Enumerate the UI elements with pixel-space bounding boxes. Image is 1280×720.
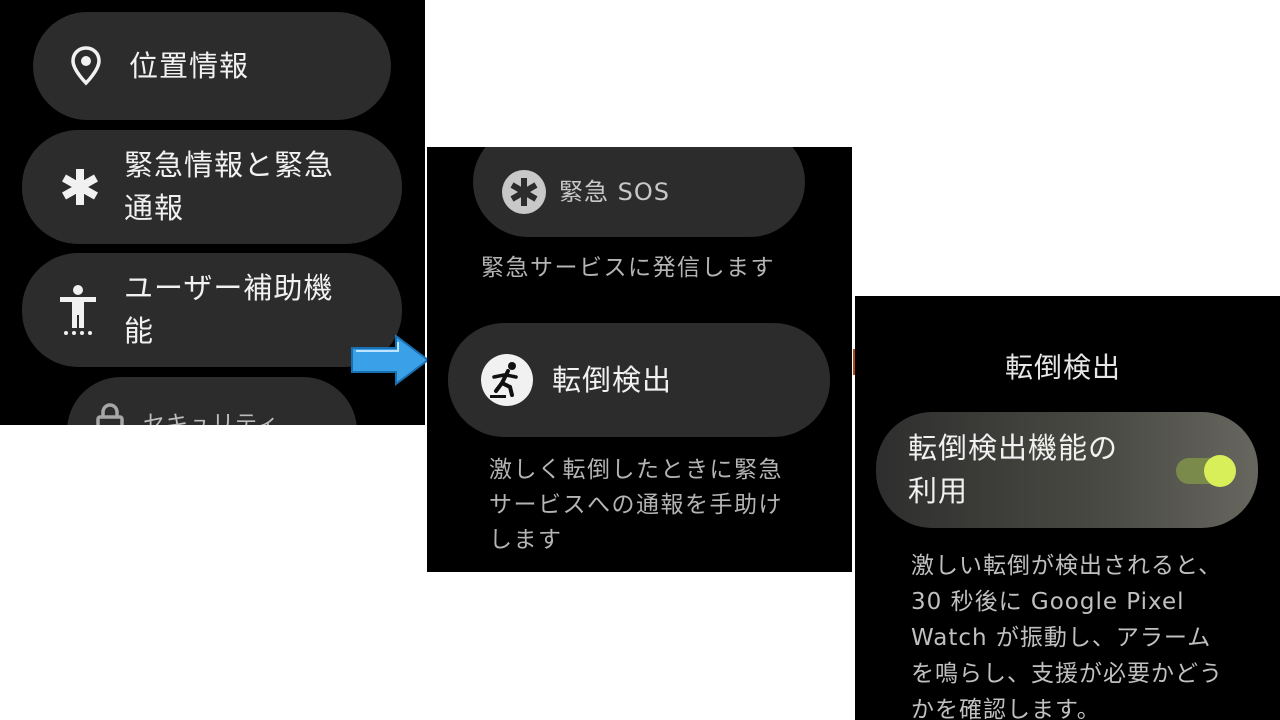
asterisk-icon: [60, 167, 100, 207]
fall-person-icon: [480, 353, 534, 407]
fall-detection-description: 激しく転倒したときに緊急サービスへの通報を手助けします: [489, 457, 783, 553]
emergency-sos-description: 緊急サービスに発信します: [481, 255, 775, 281]
medical-star-icon: [501, 169, 547, 215]
emergency-info-label: 緊急情報と緊急通報: [124, 148, 335, 225]
security-item[interactable]: セキュリティ: [67, 377, 357, 425]
accessibility-label: ユーザー補助機能: [124, 271, 334, 348]
screen-title: 転倒検出: [1005, 351, 1122, 384]
location-pin-icon: [69, 46, 103, 86]
emergency-sos-label: 緊急 SOS: [559, 177, 670, 206]
emergency-sos-item[interactable]: 緊急 SOS: [473, 147, 805, 237]
fall-detection-screen: 転倒検出 転倒検出機能の利用 激しい転倒が検出されると、30 秒後に Googl…: [855, 296, 1280, 720]
fall-detection-toggle-row[interactable]: 転倒検出機能の利用: [876, 412, 1258, 528]
toggle-label: 転倒検出機能の利用: [908, 431, 1119, 508]
location-item-label: 位置情報: [129, 48, 250, 83]
fall-detection-label: 転倒検出: [552, 362, 673, 397]
fall-detection-toggle[interactable]: [1176, 455, 1236, 487]
fall-detection-item[interactable]: 転倒検出: [448, 323, 830, 437]
settings-list-screen: 位置情報 緊急情報と緊急通報: [0, 0, 425, 425]
accessibility-item[interactable]: ユーザー補助機能: [22, 253, 402, 367]
arrow-right-icon: [351, 334, 430, 386]
lock-icon: [95, 403, 125, 425]
fall-detection-explanation: 激しい転倒が検出されると、30 秒後に Google Pixel Watch が…: [911, 553, 1223, 720]
security-label: セキュリティ: [143, 412, 280, 425]
location-item[interactable]: 位置情報: [33, 12, 391, 120]
emergency-screen: 緊急 SOS 緊急サービスに発信します 転倒検出 激しく転倒したときに緊急サービ…: [427, 147, 852, 572]
accessibility-icon: [58, 284, 98, 336]
toggle-knob: [1204, 455, 1236, 487]
emergency-info-item[interactable]: 緊急情報と緊急通報: [22, 130, 402, 244]
